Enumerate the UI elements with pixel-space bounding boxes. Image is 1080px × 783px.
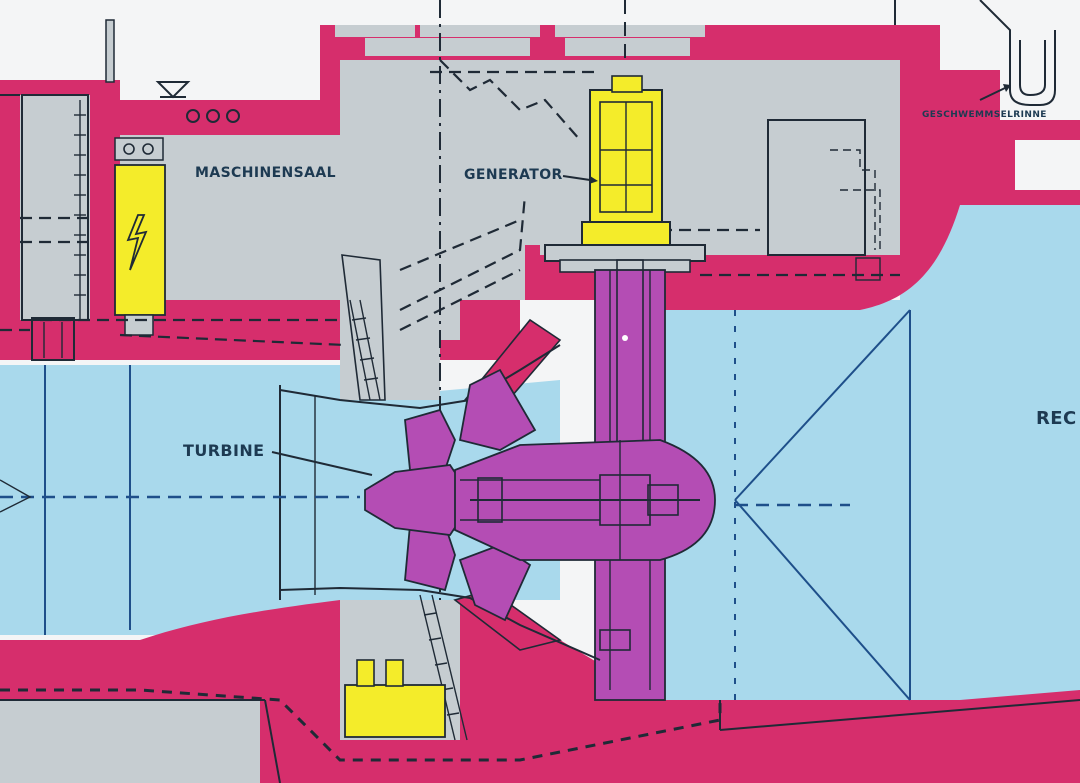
lower-equipment bbox=[344, 659, 446, 738]
generator bbox=[544, 75, 706, 273]
vent-pipe bbox=[105, 19, 115, 83]
flow-channel-lines bbox=[0, 309, 911, 701]
hall-dashed-lines bbox=[40, 0, 900, 600]
lightning-icon bbox=[126, 214, 148, 271]
electrical-cabinet bbox=[114, 137, 166, 336]
top-right-structure bbox=[894, 0, 1080, 190]
machine-hall-label: MASCHINENSAAL bbox=[195, 165, 336, 181]
debris-channel-label: GESCHWEMMSELRINNE bbox=[922, 110, 1047, 120]
control-room-box bbox=[767, 119, 881, 281]
turbine-details bbox=[460, 440, 700, 560]
generator-label: GENERATOR bbox=[464, 167, 563, 183]
right-edge-label: REC bbox=[1036, 408, 1077, 429]
upper-slots bbox=[335, 25, 705, 56]
leader-lines bbox=[271, 84, 1011, 476]
indicator-circles bbox=[186, 109, 240, 123]
foundation-lines bbox=[0, 688, 1080, 783]
turbine-label: TURBINE bbox=[183, 441, 265, 460]
upper-ladder bbox=[341, 254, 386, 401]
left-shaft bbox=[0, 94, 90, 361]
lower-ladder bbox=[419, 594, 468, 741]
water-level-triangle-icon bbox=[155, 81, 191, 99]
